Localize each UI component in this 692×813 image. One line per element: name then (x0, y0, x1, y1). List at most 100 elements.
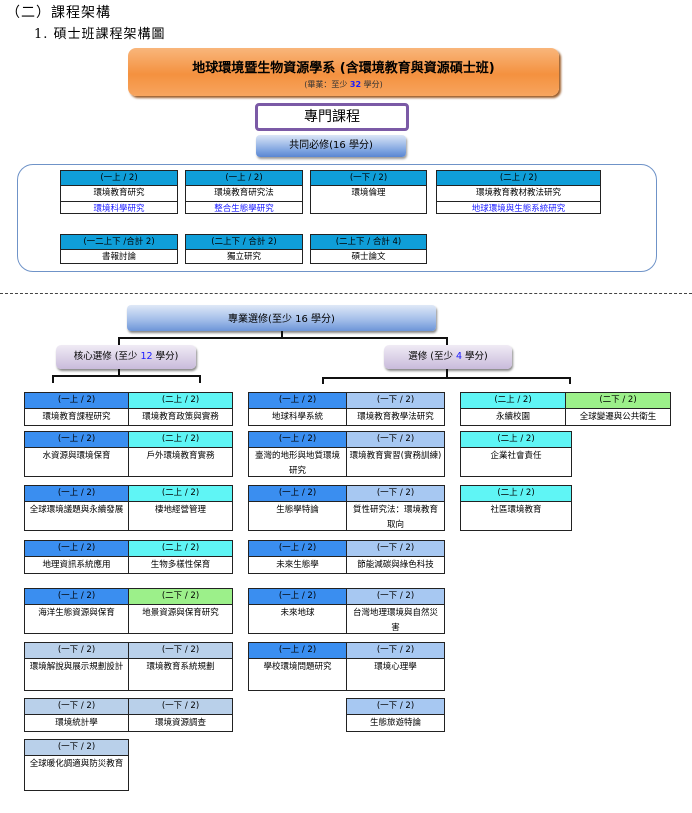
credits-prefix: (畢業：至少 (304, 80, 350, 89)
course-pair: (一上 / 2) 未來地球 (一下 / 2)台灣地理環境與自然災害 (248, 588, 445, 634)
course-cell: (一下 / 2)環境資源調查 (128, 699, 232, 731)
course-cell-header: (一上 / 2) (25, 589, 128, 605)
course-cell: (一上 / 2)未來生態學 (249, 541, 346, 573)
course-pair: (一上 / 2)臺灣的地形與地質環境研究(一下 / 2)環境教育實習(實務訓練) (248, 431, 445, 477)
course-cell-header: (一上 / 2) (25, 432, 128, 448)
course-name: 地球環境與生態系統研究 (437, 201, 600, 217)
credits-value: 32 (349, 80, 362, 89)
course-cell-name: 永續校園 (495, 412, 530, 422)
course-cell-name: 戶外環境教育實務 (146, 451, 215, 461)
connector-line (281, 331, 283, 338)
course-cell-header: (二上 / 2) (129, 541, 232, 557)
general-suffix: 學分) (462, 351, 488, 362)
course-cell: (一下 / 2) 環境統計學 (25, 699, 128, 731)
general-prefix: 選修 (至少 (408, 351, 456, 362)
course-pair: (一上 / 2) 地球科學系統 (一下 / 2)環境教育教學法研究 (248, 392, 445, 426)
course-pair: (一下 / 2)環境解說與展示規劃設計(一下 / 2)環境教育系統規劃 (24, 642, 233, 691)
course-cell: (二下 / 2)地景資源與保育研究 (128, 589, 232, 633)
course-cell-name: 全球變遷與公共衛生 (579, 412, 657, 422)
course-cell-name: 社區環境教育 (490, 505, 542, 515)
course-cell-header: (一下 / 2) (347, 643, 444, 659)
course-cell: (一上 / 2)環境教育課程研究 (25, 393, 128, 425)
course-cell-name: 環境教育實習(實務訓練) (349, 451, 442, 461)
core-suffix: 學分) (152, 351, 179, 362)
course-pair: (一上 / 2)環境教育課程研究(二上 / 2)環境教育政策與實務 (24, 392, 233, 426)
credits-suffix: 學分) (361, 80, 383, 89)
course-cell-name: 全球環境議題與永續發展 (29, 505, 124, 515)
course-cell: (一下 / 2)全球暖化調適與防災教育 (24, 739, 129, 791)
course-pair: (一上 / 2)未來生態學(一下 / 2) 節能減碳與綠色科技 (248, 540, 445, 574)
course-cell: (二上 / 2) 戶外環境教育實務 (128, 432, 232, 476)
connector-line (118, 337, 448, 339)
course-cell-header: (一下 / 2) (129, 699, 232, 715)
course-cell-header: (一下 / 2) (25, 740, 128, 756)
course-pair: (一上 / 2)學校環境問題研究(一下 / 2)環境心理學 (248, 642, 445, 691)
professional-electives-label: 專業選修(至少 16 學分) (127, 305, 436, 331)
course-card-header: (一二上下 /合計 2) (61, 235, 177, 250)
course-cell: (一上 / 2)全球環境議題與永續發展 (25, 486, 128, 530)
section-divider (0, 293, 692, 294)
course-cell: (一下 / 2)環境教育教學法研究 (346, 393, 444, 425)
course-cell-header: (二上 / 2) (129, 486, 232, 502)
course-name: 環境教育教材教法研究 (475, 188, 561, 198)
course-cell-header: (一上 / 2) (25, 393, 128, 409)
course-cell: (一下 / 2) 質性研究法：環境教育取向 (346, 486, 444, 530)
course-card: (一二上下 /合計 2)書報討論 (60, 234, 178, 264)
course-cell-header: (二上 / 2) (461, 393, 565, 409)
course-cell-name: 節能減碳與綠色科技 (357, 560, 434, 570)
department-title: 地球環境暨生物資源學系 (含環境教育與資源碩士班) (192, 61, 495, 76)
course-cell: (二上 / 2) 永續校園 (461, 393, 565, 425)
course-card-header: (二上下 / 合計 2) (186, 235, 302, 250)
graduation-credits: (畢業：至少 32 學分) (128, 79, 559, 90)
course-cell-name: 地景資源與保育研究 (142, 608, 219, 618)
connector-line (118, 369, 120, 375)
course-cell-header: (一上 / 2) (249, 393, 346, 409)
connector-line (446, 337, 448, 345)
course-pair: (一上 / 2) 水資源與環境保育 (二上 / 2) 戶外環境教育實務 (24, 431, 233, 477)
course-cell: (二上 / 2) 企業社會責任 (460, 431, 572, 477)
course-cell-header: (一上 / 2) (249, 432, 346, 448)
course-cell-name: 未來地球 (280, 608, 315, 618)
course-pair: (一上 / 2)地理資訊系統應用(二上 / 2)生物多樣性保育 (24, 540, 233, 574)
course-cell-name: 地球科學系統 (271, 412, 323, 422)
course-cell-header: (一下 / 2) (25, 699, 128, 715)
course-cell-header: (二上 / 2) (461, 486, 571, 502)
course-cell-header: (一上 / 2) (249, 589, 346, 605)
course-card-header: (一上 / 2) (186, 171, 302, 186)
course-pair: (一上 / 2)全球環境議題與永續發展(二上 / 2)棲地經營管理 (24, 485, 233, 531)
connector-line (569, 377, 571, 384)
course-cell: (一上 / 2)學校環境問題研究 (249, 643, 346, 690)
course-cell: (一上 / 2) 地球科學系統 (249, 393, 346, 425)
course-card: (一上 / 2)環境教育研究法整合生態學研究 (185, 170, 303, 214)
course-cell-header: (一下 / 2) (347, 589, 444, 605)
course-name: 環境倫理 (351, 188, 386, 198)
course-pair: (一下 / 2) 環境統計學 (一下 / 2)環境資源調查 (24, 698, 233, 732)
general-electives-label: 選修 (至少 4 學分) (384, 345, 512, 369)
core-credits-value: 12 (140, 351, 153, 362)
course-cell-name: 水資源與環境保育 (42, 451, 111, 461)
connector-line (199, 375, 201, 383)
course-cell-name: 生態旅遊特論 (369, 718, 421, 728)
course-cell-name: 企業社會責任 (490, 451, 542, 461)
course-cell: (一下 / 2)台灣地理環境與自然災害 (346, 589, 444, 633)
course-cell: (二上 / 2)環境教育政策與實務 (128, 393, 232, 425)
course-cell: (一上 / 2)臺灣的地形與地質環境研究 (249, 432, 346, 476)
core-electives-label: 核心選修 (至少 12 學分) (56, 345, 196, 369)
course-pair: (一上 / 2)生態學特論(一下 / 2) 質性研究法：環境教育取向 (248, 485, 445, 531)
course-cell-name: 環境教育政策與實務 (142, 412, 219, 422)
course-cell: (一下 / 2)環境教育實習(實務訓練) (346, 432, 444, 476)
subsection-heading: 1. 碩士班課程架構圖 (34, 27, 166, 42)
course-cell-header: (一下 / 2) (347, 486, 444, 502)
course-cell-header: (一下 / 2) (347, 541, 444, 557)
course-cell-name: 環境教育系統規劃 (146, 662, 215, 672)
connector-line (52, 375, 54, 383)
course-cell: (一下 / 2)環境解說與展示規劃設計 (25, 643, 128, 690)
course-cell: (一上 / 2)生態學特論 (249, 486, 346, 530)
course-card: (二上下 / 合計 2)獨立研究 (185, 234, 303, 264)
course-card: (一上 / 2)環境教育研究環境科學研究 (60, 170, 178, 214)
course-cell-name: 環境統計學 (55, 718, 98, 728)
course-cell-header: (二上 / 2) (461, 432, 571, 448)
section-heading: （二）課程架構 (6, 5, 111, 21)
course-cell-name: 質性研究法：環境教育取向 (352, 505, 438, 530)
course-cell-header: (二上 / 2) (129, 432, 232, 448)
